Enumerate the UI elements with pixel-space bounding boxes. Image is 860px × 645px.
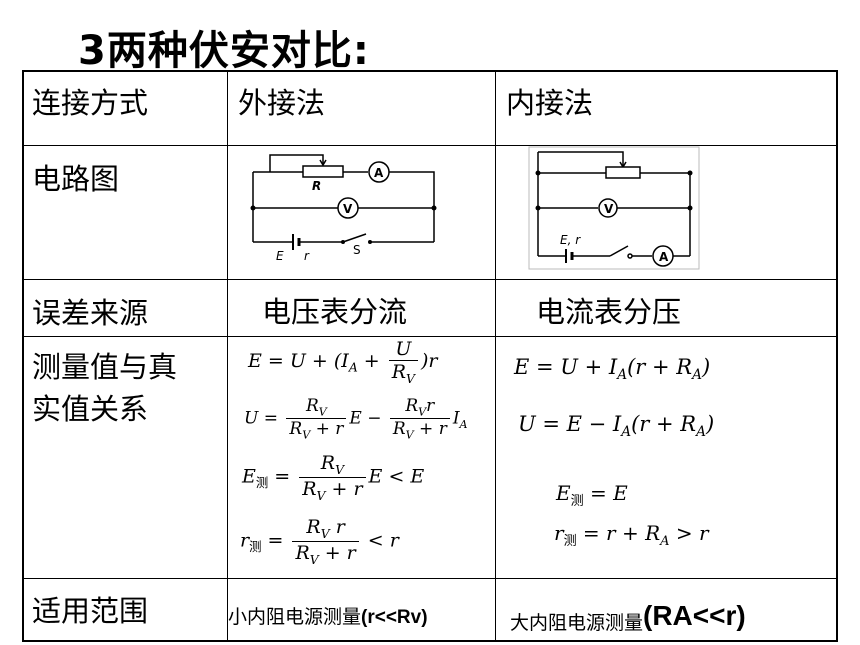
internal-usage: 大内阻电源测量(RA<<r) — [510, 600, 746, 634]
row-label-error-source: 误差来源 — [32, 296, 149, 330]
comparison-table: 连接方式 外接法 内接法 电路图 误差来源 测量值与真 实值关系 适用范围 电压… — [22, 70, 838, 642]
circuit-label-E: E — [276, 249, 284, 263]
circuit-label-R: R — [312, 179, 321, 193]
header-internal: 内接法 — [506, 86, 594, 120]
internal-rheostat-resistor — [605, 166, 641, 179]
external-usage: 小内阻电源测量(r<<Rv) — [228, 602, 428, 629]
internal-circuit-diagram: V A E, r — [528, 146, 700, 270]
external-usage-condition: (r<<Rv) — [361, 607, 428, 628]
internal-formula-4: r测 = r + RA > r — [554, 521, 709, 549]
external-error-source: 电压表分流 — [262, 295, 408, 329]
circuit-label-V: V — [343, 202, 353, 216]
internal-formula-2: U = E − IA(r + RA) — [518, 412, 715, 441]
row-label-relation-1: 测量值与真 — [32, 350, 178, 384]
header-external: 外接法 — [238, 86, 326, 120]
internal-formula-3: E测 = E — [556, 481, 628, 509]
circuit-label-r: r — [304, 249, 310, 263]
table-border-top — [22, 70, 838, 72]
table-divider-row4 — [22, 578, 838, 579]
circuit-label-S: S — [353, 243, 361, 257]
external-circuit-diagram: R A V E r S — [250, 154, 437, 263]
internal-circuit-label-Er: E, r — [560, 233, 581, 247]
external-usage-text: 小内阻电源测量 — [228, 606, 362, 628]
table-divider-col1 — [227, 70, 228, 642]
row-label-relation-2: 实值关系 — [32, 392, 149, 426]
row-label-circuit: 电路图 — [32, 162, 120, 196]
table-border-bottom — [22, 640, 838, 642]
internal-usage-condition: (RA<<r) — [643, 600, 746, 631]
header-connection-method: 连接方式 — [32, 86, 149, 120]
page-title: 3两种伏安对比: — [78, 28, 370, 74]
internal-error-source: 电流表分压 — [536, 295, 682, 329]
row-label-usage: 适用范围 — [32, 594, 149, 628]
internal-formula-1: E = U + IA(r + RA) — [514, 355, 711, 384]
internal-circuit-label-V: V — [604, 202, 614, 216]
table-divider-col2 — [495, 70, 496, 642]
table-divider-row2 — [22, 279, 838, 280]
table-divider-row1 — [22, 145, 838, 146]
internal-circuit-label-A: A — [659, 250, 669, 264]
table-divider-row3 — [22, 336, 838, 337]
rheostat-resistor — [302, 165, 344, 178]
table-border-left — [22, 70, 24, 642]
table-border-right — [836, 70, 838, 642]
circuit-label-A: A — [374, 166, 384, 180]
internal-usage-text: 大内阻电源测量 — [510, 612, 644, 634]
